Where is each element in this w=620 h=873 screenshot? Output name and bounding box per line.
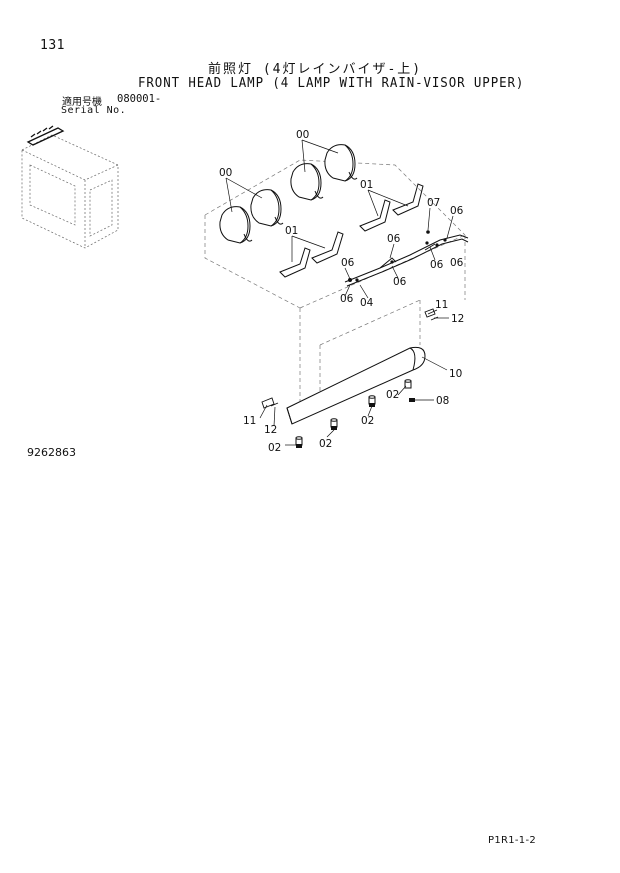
callout-label: 02	[386, 389, 399, 401]
wire-harness	[344, 234, 469, 287]
callout-label: 10	[449, 368, 462, 380]
callout-label: 02	[268, 442, 281, 454]
callout-label: 04	[360, 297, 374, 309]
callout-label: 01	[285, 225, 298, 237]
cab-outline	[204, 159, 466, 420]
leader-lines	[225, 139, 454, 446]
callout-label: 08	[436, 395, 449, 407]
cab-location-thumbnail	[21, 134, 119, 249]
callout-label: 02	[361, 415, 374, 427]
drawing-number: 9262863	[27, 446, 76, 459]
rain-visor	[286, 346, 426, 425]
bolt-parts	[295, 379, 412, 446]
callout-label: 11	[435, 299, 448, 311]
lamp-bracket-left-2	[311, 231, 344, 264]
callout-label: 06	[450, 257, 464, 269]
seal-parts	[261, 308, 439, 409]
page-code: P1R1-1-2	[488, 835, 537, 846]
cab-thumbnail-lamps	[26, 125, 65, 146]
head-lamp-4	[324, 144, 358, 182]
callout-label: 00	[296, 129, 309, 141]
callout-label: 06	[340, 293, 354, 305]
head-lamp-2	[250, 189, 284, 227]
callout-label: 06	[430, 259, 444, 271]
callout-label: 11	[243, 415, 256, 427]
page-title-english: FRONT HEAD LAMP (4 LAMP WITH RAIN-VISOR …	[138, 75, 525, 91]
callout-label: 07	[427, 197, 440, 209]
callout-label: 06	[341, 257, 355, 269]
callout-label: 06	[450, 205, 464, 217]
callout-labels: 00 00 01 01 07 06 06 06 06 06 06 04 11 1…	[219, 129, 464, 454]
lamp-bracket-left-1	[279, 247, 311, 278]
callout-label: 00	[219, 167, 232, 179]
serial-number-value: 080001-	[117, 93, 162, 105]
serial-label-japanese: 適用号機	[62, 97, 102, 108]
callout-label-06-extra: 06	[340, 293, 354, 305]
callout-label: 06	[387, 233, 401, 245]
callout-label: 06	[393, 276, 407, 288]
lamp-bracket-right-1	[359, 199, 391, 232]
harness-clips	[348, 230, 447, 282]
head-lamp-1	[219, 206, 253, 244]
lamp-bracket-right-2	[392, 183, 424, 216]
callout-label: 02	[319, 438, 332, 450]
nut-parts	[296, 398, 415, 448]
callout-label: 12	[451, 313, 464, 325]
page-number: 131	[40, 38, 65, 53]
callout-label: 01	[360, 179, 373, 191]
head-lamp-3	[290, 163, 324, 201]
page-title-japanese: 前照灯 (4灯レインバイザ-上)	[208, 62, 423, 77]
callout-label: 12	[264, 424, 277, 436]
serial-label-english: Serial No.	[61, 105, 127, 116]
